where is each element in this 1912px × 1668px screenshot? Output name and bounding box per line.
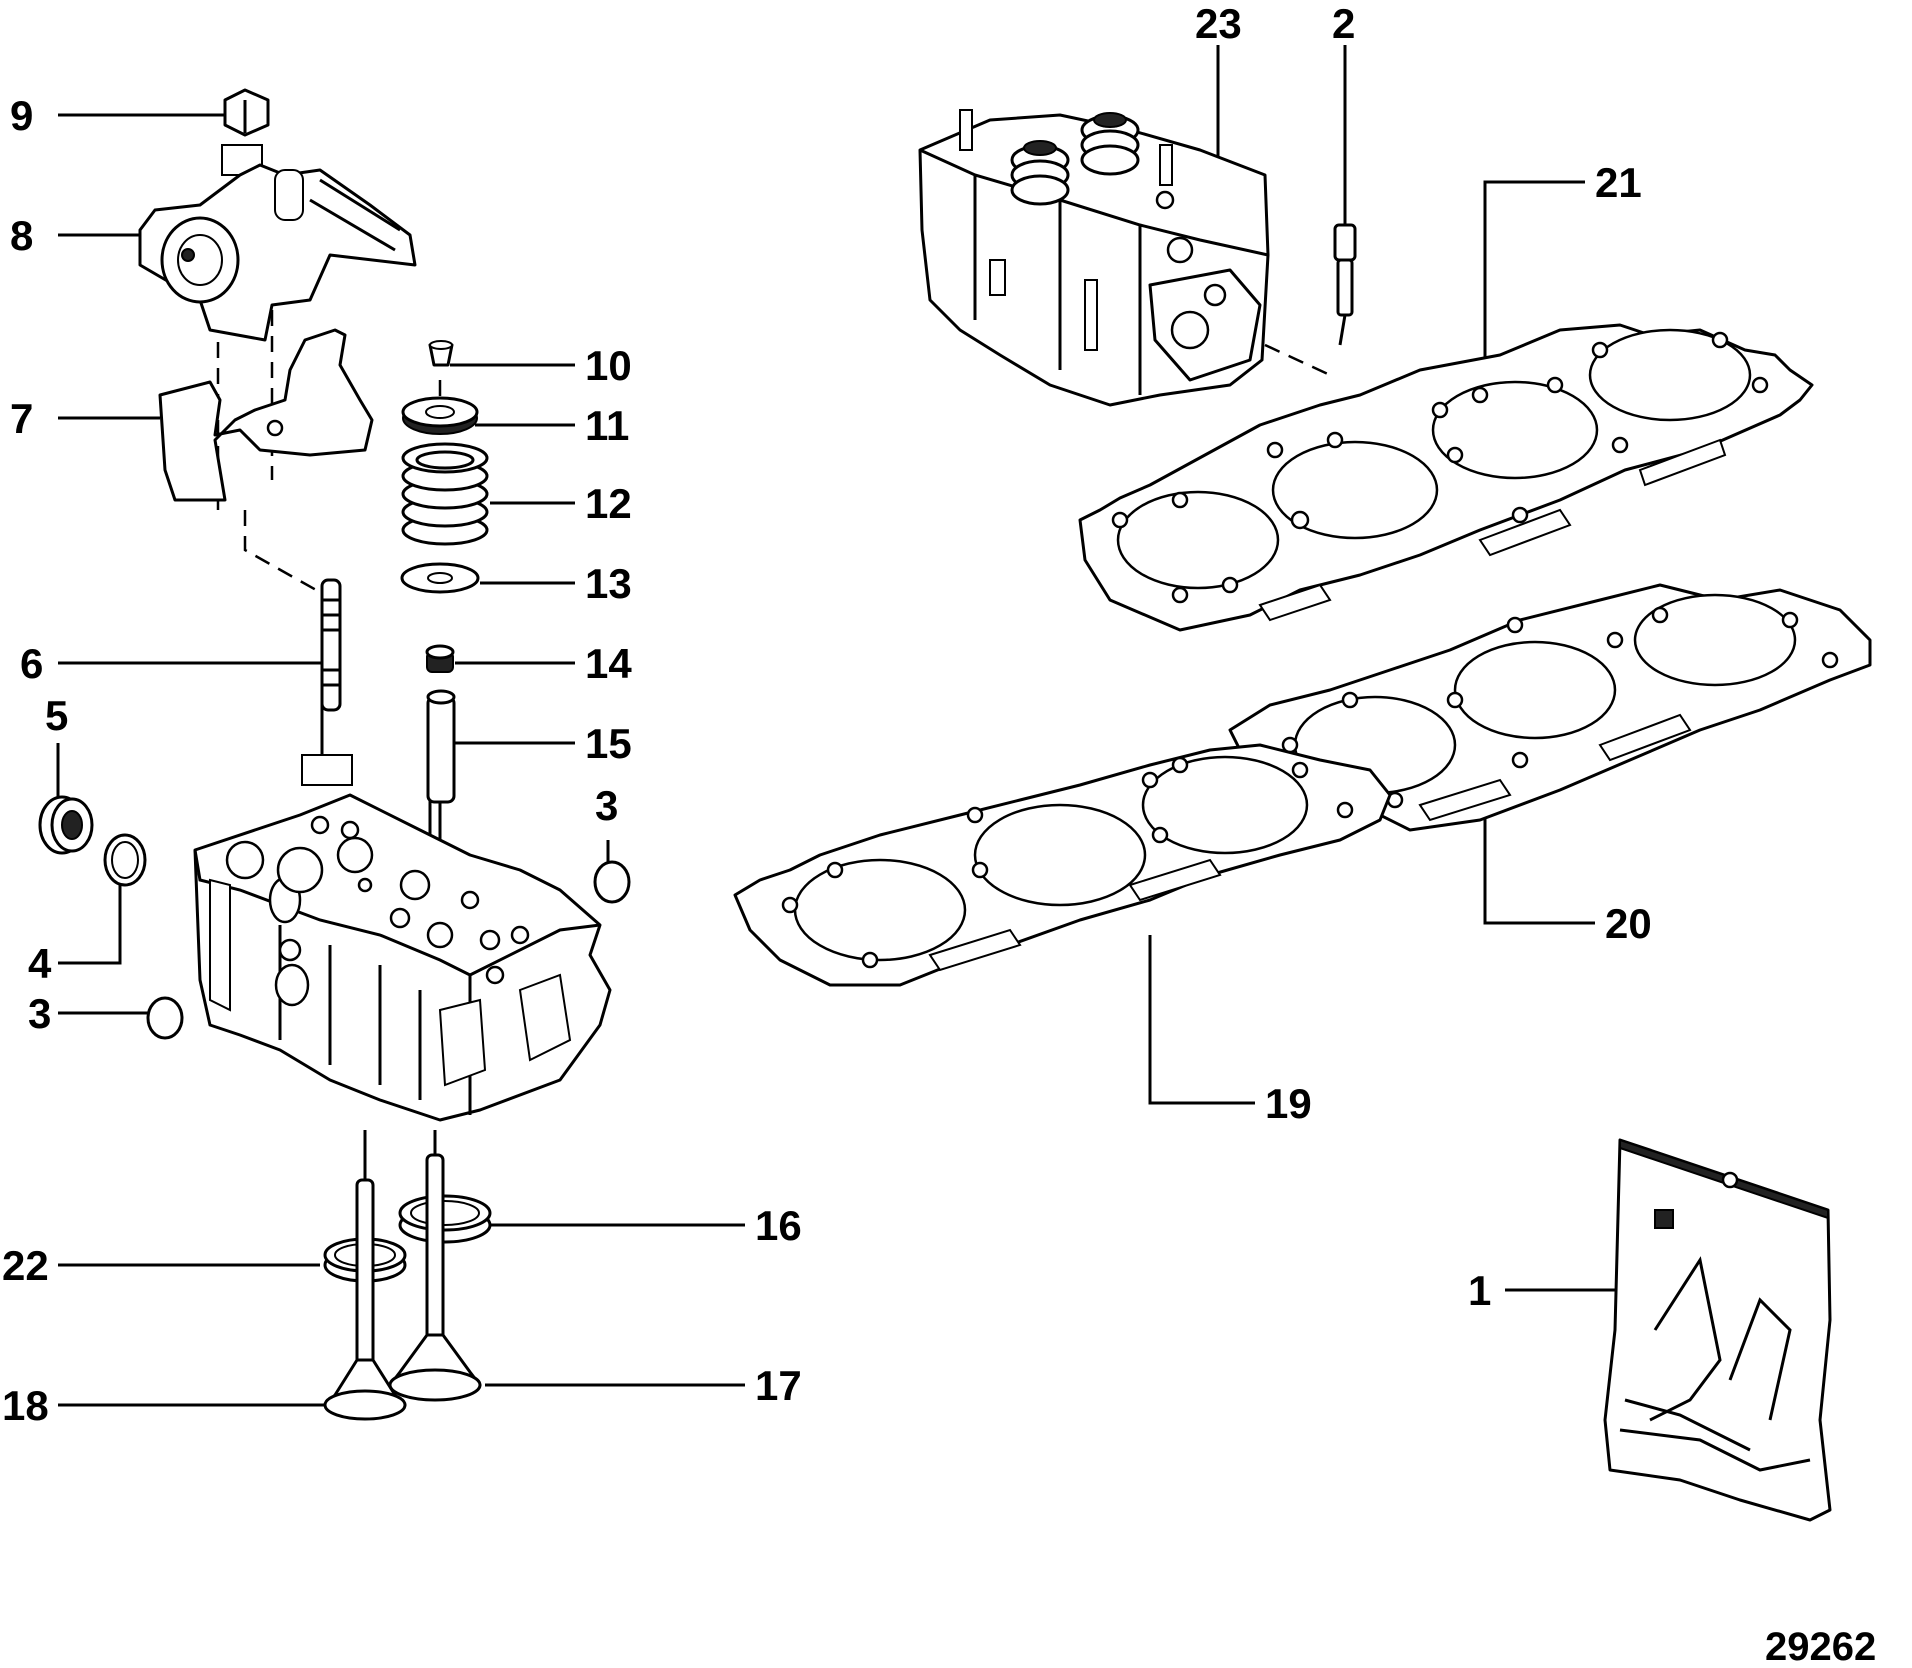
callout-23: 23	[1195, 0, 1242, 47]
cylinder-head-assembly-part	[918, 109, 1270, 407]
callout-7: 7	[10, 395, 33, 442]
head-gasket-part	[733, 743, 1392, 987]
callout-10: 10	[585, 342, 632, 389]
stud-part	[301, 578, 353, 786]
valve-keeper-part	[428, 340, 454, 367]
callout-16: 16	[755, 1202, 802, 1249]
callout-12: 12	[585, 480, 632, 527]
valve-spring-part	[401, 442, 489, 546]
callout-15: 15	[585, 720, 632, 767]
valve-part	[323, 1153, 482, 1421]
plug-part	[38, 795, 94, 855]
callout-17: 17	[755, 1362, 802, 1409]
nut-part	[221, 88, 270, 176]
gasket-kit-bag-part	[1603, 1138, 1832, 1522]
bracket-plate-part	[158, 328, 374, 502]
valve-guide-part	[426, 689, 456, 804]
spring-retainer-part	[401, 396, 479, 435]
washer-part	[400, 562, 480, 594]
callout-11: 11	[585, 402, 629, 449]
callout-5: 5	[45, 692, 68, 739]
callout-8: 8	[10, 212, 33, 259]
core-plug-part	[146, 860, 631, 1040]
callout-22: 22	[2, 1242, 49, 1289]
head-gasket-part	[1078, 323, 1814, 632]
valve-seat-ring-part	[323, 1194, 492, 1283]
callout-18: 18	[2, 1382, 49, 1429]
callout-21: 21	[1595, 159, 1642, 206]
callout-3-upper: 3	[595, 782, 618, 829]
figure-number: 29262	[1765, 1625, 1876, 1668]
callout-6: 6	[20, 640, 43, 687]
callout-9: 9	[10, 92, 33, 139]
o-ring-part	[103, 833, 147, 887]
callout-20: 20	[1605, 900, 1652, 947]
injector-part	[1333, 223, 1357, 346]
head-gasket-part	[1228, 583, 1872, 832]
cylinder-head-part	[193, 793, 612, 1122]
valve-stem-seal-part	[425, 644, 455, 673]
callout-labels: 9 8 7 6 5 4 3 3 10 11 12 13 14 15 16 17 …	[2, 0, 1652, 1429]
callout-3-lower: 3	[28, 990, 51, 1037]
callout-13: 13	[585, 560, 632, 607]
callout-19: 19	[1265, 1080, 1312, 1127]
callout-14: 14	[585, 640, 632, 687]
callout-2: 2	[1332, 0, 1355, 47]
rocker-arm-part	[138, 163, 417, 342]
callout-1: 1	[1468, 1267, 1491, 1314]
callout-4: 4	[28, 940, 52, 987]
